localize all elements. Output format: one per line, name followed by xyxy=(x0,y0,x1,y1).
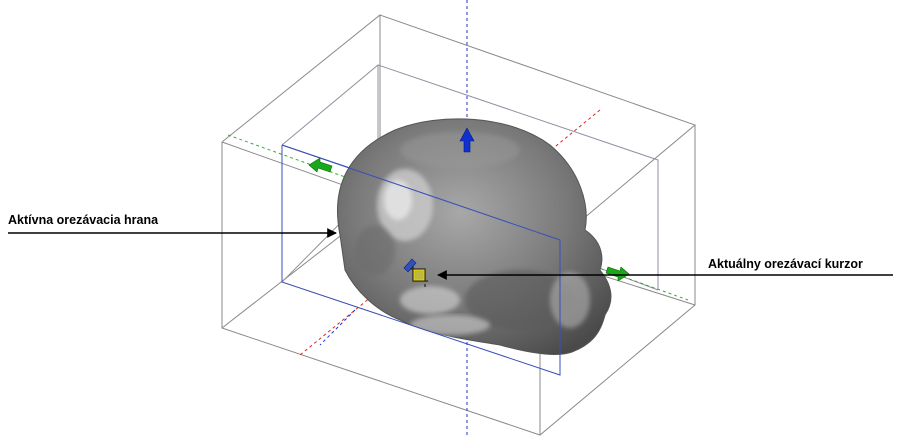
arrow-right-icon[interactable] xyxy=(605,266,630,282)
crop-box xyxy=(281,144,561,376)
arrow-up-icon[interactable] xyxy=(459,127,475,153)
crop-box-front-face[interactable] xyxy=(281,144,561,376)
crop-box-edge xyxy=(281,144,351,169)
depth-axis-back xyxy=(319,309,356,346)
callout-lines xyxy=(8,228,893,280)
head-volume-render xyxy=(336,118,612,355)
arrow-left-icon[interactable] xyxy=(308,157,333,173)
active-edge-label: Aktívna orezávacia hrana xyxy=(8,213,159,227)
crop-cursor-icon[interactable] xyxy=(403,258,428,287)
crop-cursor-label: Aktuálny orezávací kurzor xyxy=(708,257,863,271)
